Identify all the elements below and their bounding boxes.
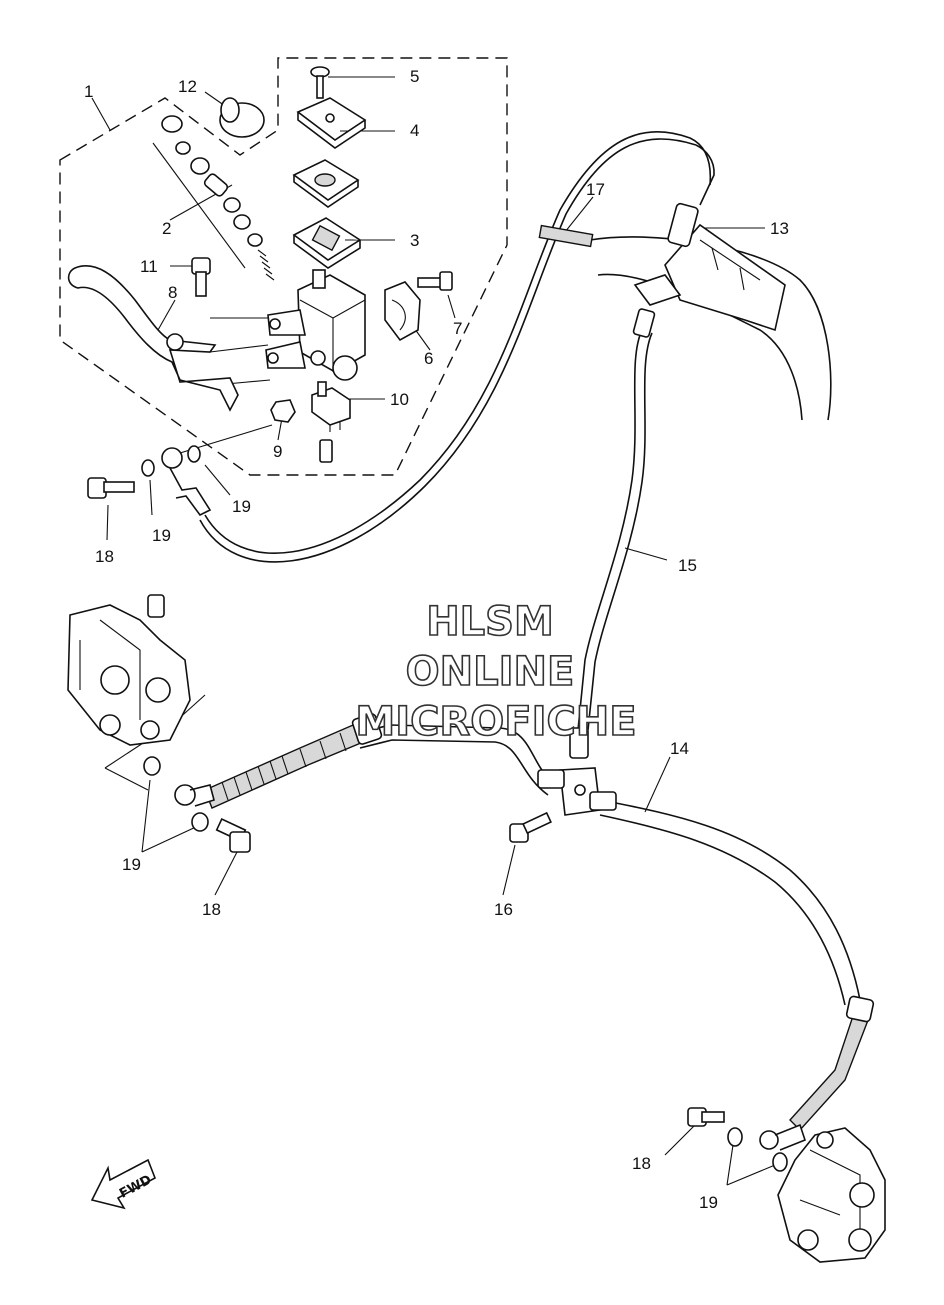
callout-19-c: 19: [122, 855, 141, 874]
callout-18-b: 18: [202, 900, 221, 919]
hose-15-top-fitting: [632, 308, 656, 338]
handlebar-lower-edge: [597, 273, 803, 421]
joint-fitting-left: [537, 769, 565, 789]
handlebar: [589, 236, 832, 421]
banjo-bolt-18-left: [215, 818, 251, 853]
master-cylinder-body: [297, 274, 366, 373]
callout-6: 6: [424, 349, 433, 368]
diaphragm-3: [292, 217, 362, 269]
holder-bolt-7: [417, 271, 453, 291]
brake-hose-14: [599, 799, 861, 1001]
callout-9: 9: [273, 442, 282, 461]
pivot-nut-9: [270, 399, 296, 423]
callout-15: 15: [678, 556, 697, 575]
cap-screw-5: [310, 66, 330, 99]
brake-hose-14-inner: [599, 814, 846, 1006]
joint-port: [574, 784, 586, 796]
washer-19-a: [141, 459, 155, 477]
lever-cover-12: [219, 97, 265, 138]
callout-18-c: 18: [632, 1154, 651, 1173]
hose-guide-17: [538, 224, 594, 248]
washer-19-f: [772, 1152, 788, 1172]
hose-fitting-13: [667, 202, 699, 248]
callout-5: 5: [410, 67, 419, 86]
banjo-bolt-18-upper: [87, 477, 135, 499]
callout-3: 3: [410, 231, 419, 250]
piston-bore: [332, 355, 358, 381]
brake-hose-15: [577, 329, 643, 731]
washer-19-e: [727, 1127, 743, 1147]
brake-switch-10: [311, 381, 351, 432]
callout-19-a: 19: [232, 497, 251, 516]
diaphragm-plate: [292, 159, 360, 208]
upper-loop-hose-end: [695, 144, 715, 206]
master-cylinder-edges: [299, 299, 366, 372]
reservoir-neck: [312, 269, 326, 289]
callout-16: 16: [494, 900, 513, 919]
piston-kit-2: [161, 115, 275, 281]
assembly-outline: [59, 57, 508, 476]
callout-2: 2: [162, 219, 171, 238]
clamp-detail: [699, 239, 761, 291]
handlebar-clamp: [664, 223, 786, 332]
left-lower-hose-inner: [359, 739, 549, 796]
pivot-bolt-11: [191, 257, 211, 297]
left-caliper: [67, 594, 191, 746]
callout-19-b: 19: [152, 526, 171, 545]
callout-12: 12: [178, 77, 197, 96]
washer-19-d: [191, 812, 209, 832]
reservoir-cap-4: [296, 97, 367, 149]
right-hose-fitting: [845, 995, 875, 1023]
banjo-bolt-18-right: [687, 1107, 725, 1127]
joint-fitting-right: [589, 791, 617, 811]
callout-14: 14: [670, 739, 689, 758]
upper-loop-hose-inner: [199, 138, 697, 563]
watermark-line-2: ONLINE: [406, 649, 575, 695]
banjo-fitting-upper: [161, 447, 212, 517]
right-banjo: [759, 1123, 806, 1151]
watermark-line-1: HLSM: [426, 599, 554, 645]
fwd-arrow-icon: FWD: [90, 1158, 157, 1210]
brake-hose-15-inner: [587, 332, 653, 731]
callout-18-a: 18: [95, 547, 114, 566]
washer-19-c: [143, 756, 161, 776]
switch-plug: [319, 439, 333, 463]
watermark-line-3: MICROFICHE: [355, 699, 636, 745]
right-caliper: [777, 1127, 886, 1263]
guide-bracket: [633, 274, 682, 306]
upper-loop-hose: [204, 130, 712, 554]
callout-8: 8: [168, 283, 177, 302]
callout-19-d: 19: [699, 1193, 718, 1212]
left-armor-ribs: [221, 732, 347, 801]
washer-19-b: [187, 445, 201, 463]
joint-fitting-top: [569, 727, 589, 759]
callout-13: 13: [770, 219, 789, 238]
callout-1: 1: [84, 82, 93, 101]
left-hose-fitting: [351, 713, 383, 745]
bar-holder-6: [384, 281, 421, 342]
callout-4: 4: [410, 121, 419, 140]
callout-10: 10: [390, 390, 409, 409]
brake-lever-8: [67, 265, 239, 412]
left-armor-hose: [204, 721, 369, 809]
callout-17: 17: [586, 180, 605, 199]
callout-labels: 1 12 2 5 4 3 11 8 7 6 10 9 19 19 18 13 1…: [84, 67, 789, 1212]
callout-11: 11: [140, 257, 158, 276]
left-banjo: [174, 784, 215, 807]
joint-bolt-16: [509, 811, 552, 843]
callout-7: 7: [453, 319, 462, 338]
right-armor-hose: [789, 1009, 871, 1132]
